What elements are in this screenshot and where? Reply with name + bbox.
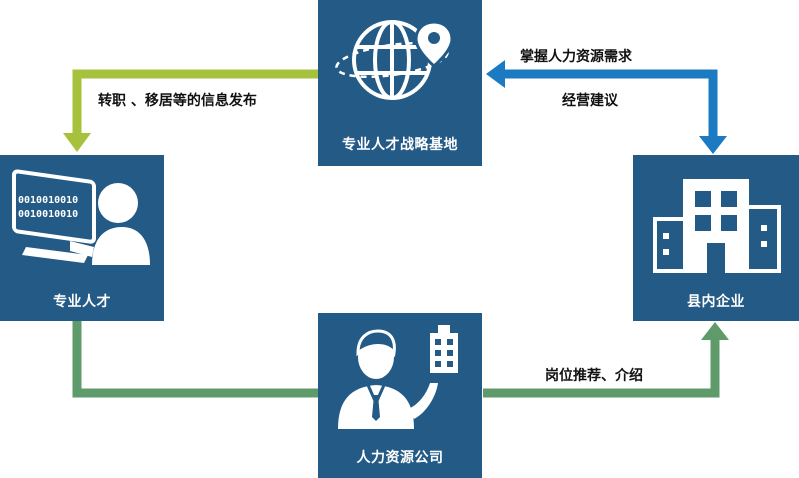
computer-user-icon: 0010010010 0010010010: [12, 169, 150, 265]
arrow-base-to-talent: [63, 69, 318, 152]
node-label: 专业人才: [53, 294, 111, 310]
edge-label-company-to-base-line2: 经营建议: [562, 93, 618, 109]
node-label: 人力资源公司: [356, 450, 444, 466]
edge-label-agency-to-company: 岗位推荐、介绍: [545, 368, 643, 384]
node-label: 专业人才战略基地: [342, 137, 458, 153]
consultant-building-icon: [338, 325, 458, 429]
node-hr-company: 人力资源公司: [318, 313, 482, 478]
globe-location-icon: [335, 20, 454, 100]
binary-line-1: 0010010010: [18, 195, 78, 206]
edge-label-company-to-base-line1: 掌握人力资源需求: [520, 49, 632, 65]
arrow-talent-agency-company: [72, 320, 729, 398]
office-building-icon: [653, 179, 781, 273]
node-talent-base: 专业人才战略基地: [318, 0, 482, 166]
binary-line-2: 0010010010: [18, 209, 78, 220]
node-label: 县内企业: [687, 294, 745, 310]
node-professional-talent: 0010010010 0010010010 专业人才: [0, 155, 164, 321]
edge-label-base-to-talent: 转职 、移居等的信息发布: [98, 93, 257, 109]
arrow-company-base: [486, 60, 727, 154]
node-local-company: 县内企业: [633, 155, 799, 321]
